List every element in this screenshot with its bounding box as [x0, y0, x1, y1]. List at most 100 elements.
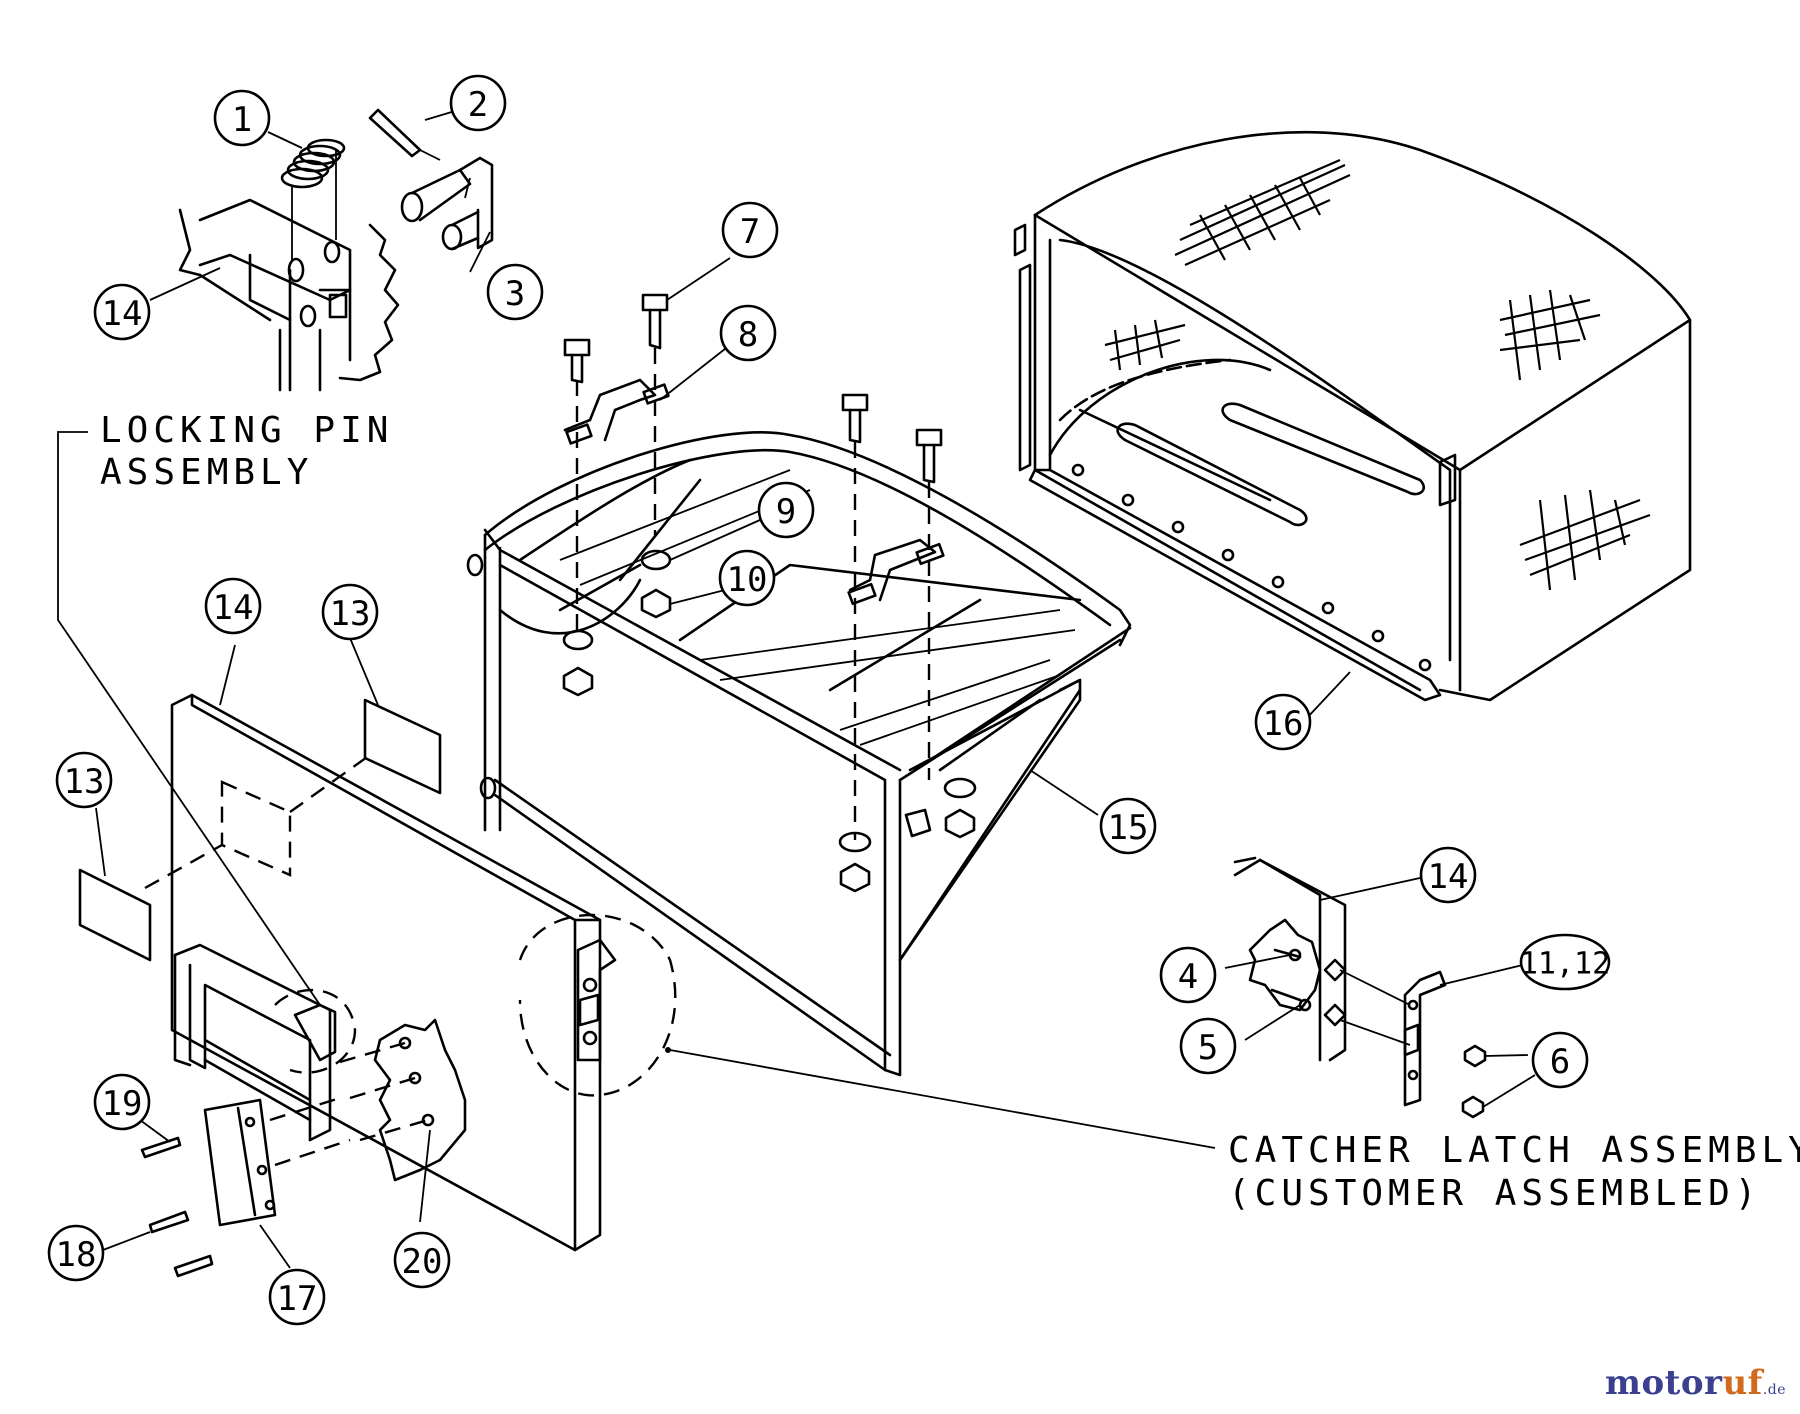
callout-circle — [1159, 946, 1217, 1004]
callout-19: 19 — [93, 1073, 151, 1131]
watermark-logo: motoruf.de — [1605, 1363, 1786, 1403]
mesh-top — [1174, 158, 1351, 267]
callout-circle — [93, 1073, 151, 1131]
callout-circle — [204, 577, 262, 635]
callout-circle — [1179, 1017, 1237, 1075]
callout-8: 8 — [719, 304, 777, 362]
bolt-7b — [641, 293, 669, 350]
callout-6: 6 — [1531, 1031, 1589, 1089]
callout-label: 11,12 — [1520, 947, 1610, 982]
callout-circle — [93, 283, 151, 341]
callout-circle — [718, 549, 776, 607]
callout-circle — [213, 89, 271, 147]
callout-circle — [757, 481, 815, 539]
callout-label: 8 — [738, 315, 758, 355]
bolt-7d — [915, 428, 943, 484]
callout-label: 4 — [1178, 957, 1198, 997]
cotter-pin-part — [368, 108, 441, 161]
catcher-latch-note: CATCHER LATCH ASSEMBLY (CUSTOMER ASSEMBL… — [1228, 1130, 1800, 1214]
callout-18: 18 — [47, 1224, 105, 1282]
callout-label: 13 — [64, 762, 105, 802]
callout-5: 5 — [1179, 1017, 1237, 1075]
callout-circle — [1531, 1031, 1589, 1089]
bolt-7c — [841, 393, 869, 444]
callout-9: 9 — [757, 481, 815, 539]
callout-label: 6 — [1550, 1042, 1570, 1082]
callout-7: 7 — [721, 201, 779, 259]
catcher-latch-detail — [1224, 856, 1536, 1119]
callout-label: 7 — [740, 212, 760, 252]
callout-circle — [321, 583, 379, 641]
callout-1: 1 — [213, 89, 271, 147]
callout-label: 20 — [402, 1242, 443, 1282]
callout-label: 1 — [232, 100, 252, 140]
callout-14c: 14 — [1419, 846, 1477, 904]
watermark-suffix: .de — [1762, 1382, 1786, 1398]
locking-pin-note: LOCKING PIN ASSEMBLY — [100, 410, 393, 493]
catcher-latch-leader — [669, 1049, 1216, 1149]
callout-label: 9 — [776, 492, 796, 532]
callout-16: 16 — [1254, 693, 1312, 751]
callout-label: 2 — [468, 85, 488, 125]
callout-circle — [719, 304, 777, 362]
frame-leader — [1029, 769, 1099, 816]
catcher-latch-note-line2: (CUSTOMER ASSEMBLED) — [1228, 1173, 1761, 1214]
callout-label: 14 — [1428, 857, 1469, 897]
callout-3: 3 — [486, 263, 544, 321]
watermark-part2: uf — [1722, 1363, 1763, 1403]
callout-4: 4 — [1159, 946, 1217, 1004]
locking-pin-note-line2: ASSEMBLY — [100, 452, 313, 493]
callout-11_12: 11,12 — [1519, 933, 1611, 991]
mesh-left — [1104, 319, 1186, 371]
catcher-panel — [78, 637, 677, 1278]
watermark-part1: motor — [1604, 1363, 1723, 1403]
callout-13a: 13 — [321, 583, 379, 641]
callout-label: 14 — [213, 588, 254, 628]
callout-14a: 14 — [93, 283, 151, 341]
callout-circle — [486, 263, 544, 321]
callout-circle — [1519, 933, 1611, 991]
callout-circle — [47, 1224, 105, 1282]
bolt-7a — [563, 338, 591, 384]
callout-17: 17 — [268, 1268, 326, 1326]
callout-circle — [721, 201, 779, 259]
callout-label: 14 — [102, 294, 143, 334]
frame-bolts — [562, 257, 977, 893]
callout-circle — [393, 1231, 451, 1289]
callout-label: 13 — [330, 594, 371, 634]
spring-part — [280, 138, 346, 260]
callout-label: 18 — [56, 1235, 97, 1275]
catcher-bag — [1013, 130, 1692, 721]
callout-label: 16 — [1263, 704, 1304, 744]
callout-14b: 14 — [204, 577, 262, 635]
locking-pin-part — [400, 156, 494, 251]
callout-15: 15 — [1099, 797, 1157, 855]
callout-label: 10 — [727, 560, 768, 600]
callout-layer: 1 2 3 14 7 8 910 14 13 13 16 15 14 45 11,12 6 19 18 17 20 — [47, 74, 1611, 1326]
locking-pin-note-line1: LOCKING PIN — [100, 410, 393, 451]
callout-2: 2 — [449, 74, 507, 132]
mesh-lower-right — [1519, 489, 1651, 591]
callout-13b: 13 — [55, 751, 113, 809]
callout-circle — [268, 1268, 326, 1326]
callout-circle — [1419, 846, 1477, 904]
callout-label: 19 — [102, 1084, 143, 1124]
callout-circle — [55, 751, 113, 809]
catcher-latch-leader-dot — [665, 1047, 671, 1053]
callout-label: 15 — [1108, 808, 1149, 848]
catcher-frame — [466, 378, 1132, 1077]
catcher-latch-note-line1: CATCHER LATCH ASSEMBLY — [1228, 1130, 1800, 1171]
callout-circle — [1254, 693, 1312, 751]
callout-label: 17 — [277, 1279, 318, 1319]
callout-circle — [449, 74, 507, 132]
callout-10: 10 — [718, 549, 776, 607]
callout-circle — [1099, 797, 1157, 855]
locking-pin-leader — [57, 431, 321, 1006]
callout-label: 3 — [505, 274, 525, 314]
callout-label: 5 — [1198, 1028, 1218, 1068]
callout-20: 20 — [393, 1231, 451, 1289]
locking-pin-detail — [149, 107, 494, 392]
mesh-right — [1499, 289, 1601, 381]
